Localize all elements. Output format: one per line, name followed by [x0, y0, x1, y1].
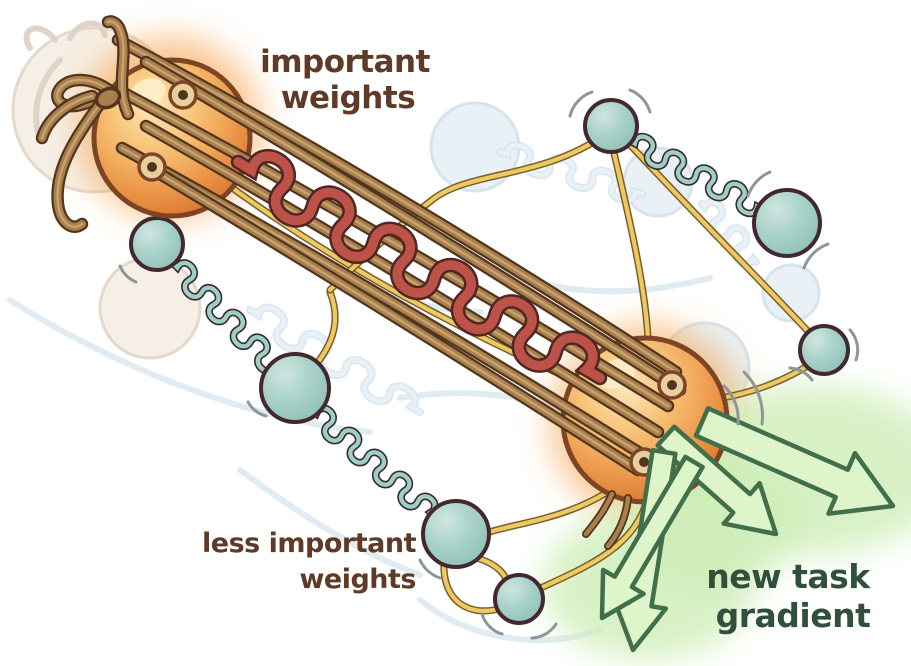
knot-tail-down	[51, 97, 107, 233]
grommets	[137, 80, 687, 477]
label-less-important-line1: less important	[202, 528, 417, 559]
rope-knot	[35, 15, 135, 233]
gold-wire	[606, 132, 652, 344]
label-new-task-gradient-line2: gradient	[716, 596, 871, 635]
label-new-task-gradient-line1: new task	[706, 557, 871, 596]
weak-spring	[168, 258, 284, 376]
ghost-spring	[246, 303, 425, 417]
minor-node-1	[129, 216, 185, 272]
weak-spring-path	[307, 405, 440, 521]
minor-node-7	[798, 324, 850, 376]
minor-nodes	[129, 98, 850, 625]
strong-spring	[230, 149, 608, 386]
rope-strand-2-path	[144, 60, 682, 392]
ghost-node	[98, 256, 202, 360]
weak-spring	[306, 404, 441, 522]
ghost-spring	[496, 141, 647, 205]
knot-tail-left-path	[40, 94, 94, 140]
weak-spring-path	[169, 259, 283, 375]
ghost-knot-stroke	[23, 25, 58, 51]
knot-tail-left	[35, 89, 99, 145]
rope-strand-6-path	[148, 166, 640, 472]
gold-wire-path	[441, 559, 505, 613]
rope-strand-1	[111, 33, 683, 379]
gold-wire	[440, 558, 506, 615]
motion-arcs	[118, 88, 860, 640]
label-less-important-line2: weights	[299, 564, 416, 595]
minor-node-5	[583, 98, 639, 154]
weak-springs	[168, 132, 768, 522]
ghost-wire	[7, 297, 373, 435]
grommet	[168, 80, 198, 110]
weak-spring-path	[306, 404, 441, 522]
strong-spring-path	[233, 151, 605, 383]
rope-strand-1-path	[116, 38, 678, 374]
ghost-knot-stroke	[33, 57, 63, 143]
rope-strand-6	[143, 161, 645, 477]
minor-node-4	[493, 573, 545, 625]
label-important-weights-line1: important	[260, 44, 431, 80]
weak-spring-path	[625, 134, 767, 216]
rope-strand-2	[139, 55, 687, 397]
minor-node-3	[421, 499, 491, 569]
minor-node-2	[259, 352, 331, 424]
knot-tail-up-path	[106, 20, 130, 116]
ghost-node	[761, 263, 821, 323]
label-important-weights-line2: weights	[281, 80, 415, 116]
ghost-wire	[237, 467, 423, 578]
labels: important weights less important weights…	[202, 44, 872, 635]
gradient-arrow-right	[693, 406, 896, 516]
grommet	[137, 152, 167, 182]
ghost-spring-path	[497, 143, 645, 203]
knot-tail-up	[101, 15, 135, 121]
gradient-arrow-mid	[655, 424, 779, 537]
weak-spring	[624, 132, 768, 218]
grommet	[657, 370, 687, 400]
gold-wire-path	[607, 133, 651, 343]
ghost-spring-path	[247, 305, 423, 415]
gradient-arrows	[599, 406, 896, 653]
minor-node-6	[752, 188, 822, 258]
knot-tail-down-path	[56, 102, 102, 228]
rope-twigs	[582, 490, 632, 550]
knot-knob	[94, 86, 122, 110]
gradient-arrow-down-left	[599, 454, 705, 621]
ghost-knot-stroke	[67, 20, 108, 41]
